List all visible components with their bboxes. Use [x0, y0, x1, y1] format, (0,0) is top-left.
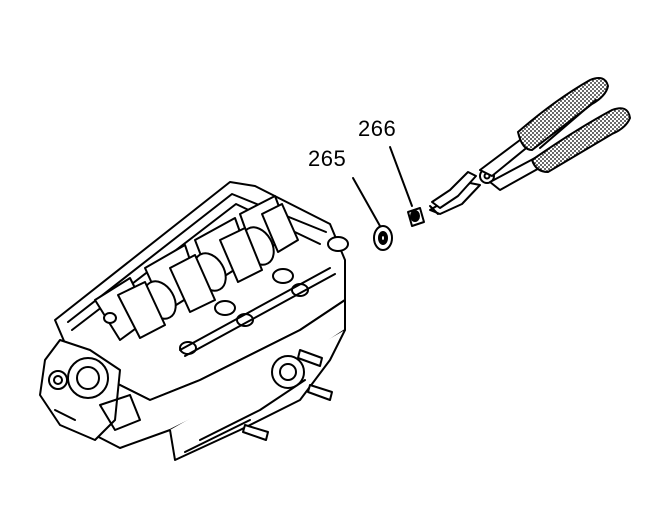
- valve-bays: [94, 195, 299, 341]
- pliers-tool: [429, 77, 632, 215]
- head-bolt-holes: [103, 236, 349, 355]
- cylinder-head: [39, 181, 349, 461]
- exhaust-studs: [242, 349, 333, 441]
- leader-line-265: [352, 177, 381, 227]
- callout-266: 266: [358, 116, 397, 141]
- valve-stem-seal: [373, 225, 393, 251]
- valve-keeper: [407, 207, 425, 227]
- callout-265: 265: [308, 146, 347, 171]
- leader-line-266: [389, 146, 413, 207]
